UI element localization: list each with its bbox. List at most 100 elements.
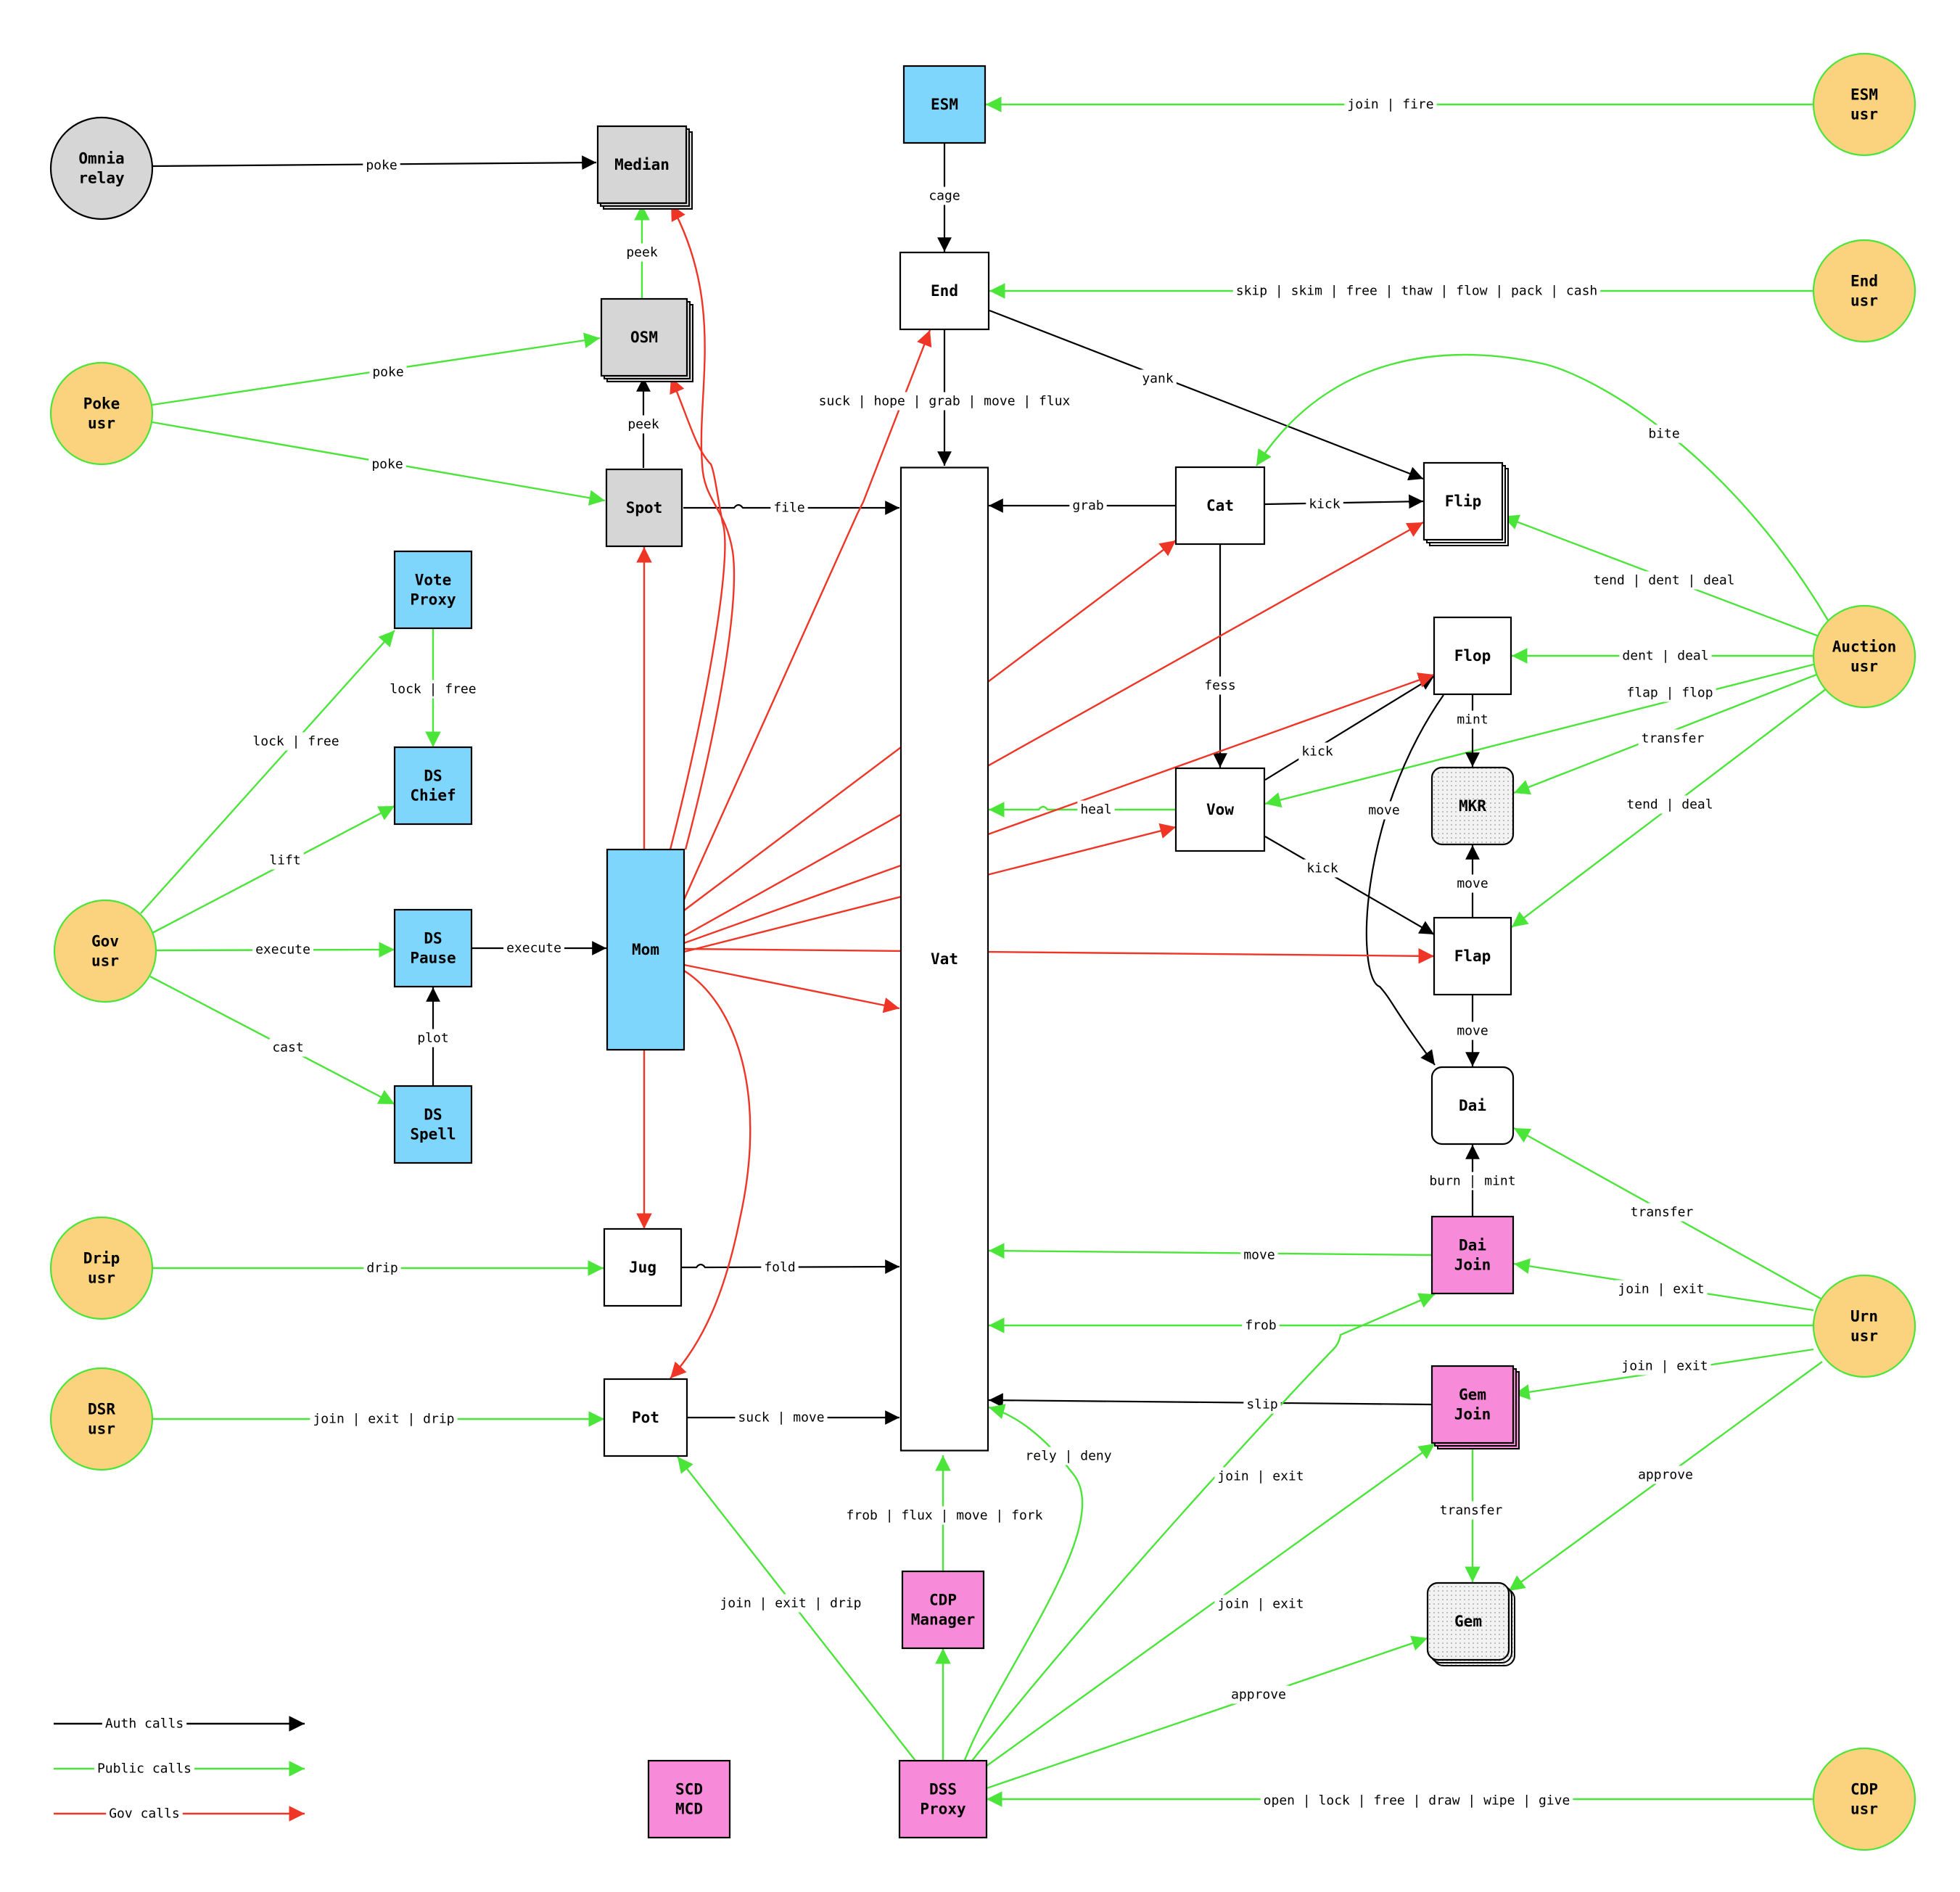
node-vat[interactable]: Vat	[899, 466, 989, 1452]
edge-label-text: file	[773, 501, 804, 516]
node-gem[interactable]: Gem	[1426, 1582, 1515, 1666]
edge-label-dss-gem: approve	[1228, 1685, 1289, 1704]
edge-label-auction-flip: tend | dent | deal	[1590, 571, 1738, 590]
legend-label: Public calls	[97, 1761, 192, 1777]
node-label: CDP	[929, 1592, 957, 1609]
edge-label-osm-median: peek	[623, 243, 661, 262]
edge-label-text: kick	[1309, 497, 1341, 512]
edge-label-dss-dai-join: join | exit	[1214, 1467, 1307, 1486]
node-shape	[393, 1085, 473, 1164]
node-flap[interactable]: Flap	[1433, 916, 1512, 996]
node-label: Mom	[632, 941, 659, 958]
node-shape	[49, 1367, 154, 1471]
node-flop[interactable]: Flop	[1433, 616, 1512, 696]
node-label: usr	[1850, 658, 1878, 675]
edge-label-text: grab	[1072, 498, 1103, 514]
node-mom[interactable]: Mom	[606, 848, 685, 1051]
edge-label-text: poke	[366, 158, 397, 173]
edge-label-dai-join-vat: move	[1240, 1246, 1278, 1264]
node-label: Chief	[410, 787, 456, 805]
node-cat[interactable]: Cat	[1174, 466, 1266, 546]
edge-label-text: join | exit	[1217, 1469, 1304, 1484]
node-shape	[1174, 466, 1266, 546]
node-shape	[49, 361, 154, 466]
edge-label-text: tend | deal	[1626, 797, 1713, 813]
edge-dss-gem	[986, 1635, 1428, 1790]
edge-label-auction-flap: tend | deal	[1623, 795, 1716, 814]
edge-label-text: yank	[1142, 371, 1174, 387]
node-label: usr	[1850, 292, 1878, 310]
edge-label-text: approve	[1638, 1468, 1693, 1483]
edge-gov-vote	[140, 630, 395, 914]
node-label: usr	[1850, 106, 1878, 123]
node-label: CDP	[1850, 1781, 1878, 1798]
node-cdp-manager[interactable]: CDP Manager	[901, 1570, 985, 1650]
node-label: Manager	[911, 1611, 976, 1629]
edge-dss-vat	[963, 1404, 1084, 1761]
edge-label-flap-dai: move	[1454, 1021, 1491, 1040]
edge-label-text: kick	[1301, 744, 1333, 760]
edge-flop-dai	[1365, 694, 1444, 1066]
node-dai[interactable]: Dai	[1430, 1066, 1515, 1146]
node-label: Join	[1454, 1406, 1491, 1423]
edge-dss-dai-join	[971, 1293, 1436, 1761]
edge-label-urn-gem-join: join | exit	[1618, 1357, 1711, 1375]
edge-label-vow-flap: kick	[1304, 859, 1341, 878]
edge-label-dss-gem-join: join | exit	[1214, 1595, 1307, 1613]
node-esm[interactable]: ESM	[902, 65, 987, 144]
node-flip[interactable]: Flip	[1422, 461, 1509, 546]
node-label: Jug	[629, 1259, 656, 1276]
edge-label-text: transfer	[1440, 1503, 1503, 1518]
node-mkr[interactable]: MKR	[1430, 766, 1515, 846]
edge-label-text: lift	[269, 853, 300, 868]
node-median[interactable]: Median	[596, 125, 693, 210]
edge-label-gov-pause: execute	[252, 940, 313, 959]
edge-label-text: join | exit	[1217, 1597, 1304, 1612]
node-label: ESM	[931, 96, 958, 113]
node-label: Spot	[626, 499, 663, 517]
node-spot[interactable]: Spot	[605, 468, 683, 548]
edge-label-cdp-manager-vat: frob | flux | move | fork	[843, 1506, 1046, 1525]
node-label: Drip	[83, 1250, 120, 1267]
node-vow[interactable]: Vow	[1174, 767, 1266, 852]
edge-label-gem-join-vat: slip	[1243, 1395, 1281, 1414]
edge-label-urn-vat: frob	[1242, 1316, 1280, 1335]
edge-label-text: lock | free	[390, 682, 476, 697]
edge-label-flop-mkr: mint	[1454, 710, 1491, 729]
node-shape	[899, 466, 989, 1452]
edge-label-gov-spell: cast	[269, 1038, 307, 1057]
node-shape	[393, 908, 473, 988]
edge-label-jug-vat: fold	[761, 1258, 799, 1277]
edge-mom-flap	[683, 947, 1435, 964]
node-osm[interactable]: OSM	[600, 297, 693, 382]
node-shape	[603, 1378, 688, 1457]
edge-label-text: execute	[255, 942, 310, 958]
edge-label-gov-chief: lift	[266, 851, 304, 870]
node-end[interactable]: End	[899, 251, 990, 331]
edge-label-text: frob | flux | move | fork	[847, 1508, 1043, 1523]
edge-label-text: join | exit	[1618, 1282, 1704, 1297]
node-jug[interactable]: Jug	[603, 1227, 683, 1307]
node-label: usr	[91, 953, 119, 970]
edge-auction-vow	[1264, 663, 1814, 808]
node-label: Dai	[1459, 1237, 1486, 1254]
node-pot[interactable]: Pot	[603, 1378, 688, 1457]
